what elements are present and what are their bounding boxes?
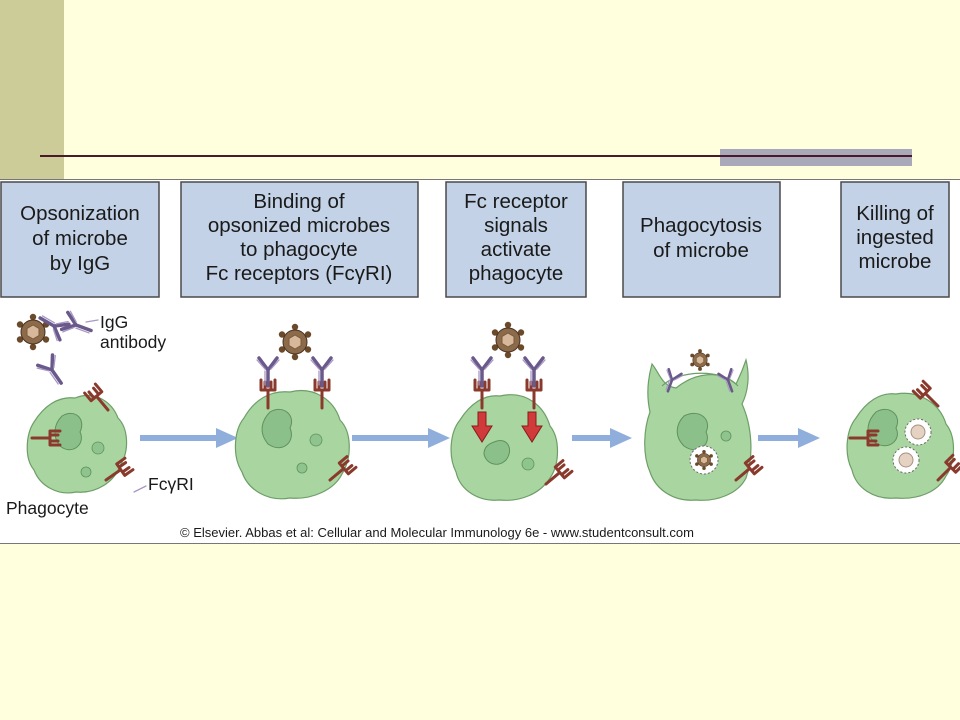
- stage-4-phagocytosis: [644, 348, 764, 501]
- phagocyte-nucleus: [483, 440, 510, 465]
- step-5-line-2: ingested: [856, 226, 934, 249]
- phagocyte-label: Phagocyte: [6, 498, 89, 518]
- phagocyte-nucleus: [867, 408, 898, 447]
- vacuole: [80, 466, 92, 478]
- step-3-line-2: signals: [484, 214, 548, 237]
- degraded-microbe-icon: [910, 424, 926, 440]
- degraded-microbe-icon: [898, 452, 914, 468]
- step-5-line-3: microbe: [859, 250, 932, 273]
- phagocyte-cell: [234, 390, 350, 500]
- vacuole: [521, 457, 535, 471]
- flow-arrow-4: [758, 428, 820, 448]
- fc-receptor-label: FcγRI: [148, 474, 194, 494]
- microbe-icon: [689, 348, 711, 372]
- copyright-credit: © Elsevier. Abbas et al: Cellular and Mo…: [180, 525, 694, 540]
- title-accent-block: [720, 149, 912, 166]
- signal-arrow-icon: [521, 411, 543, 443]
- step-2-line-4: Fc receptors (FcγRI): [206, 262, 393, 285]
- vacuole: [91, 441, 105, 455]
- vacuole: [720, 430, 732, 442]
- signal-arrow-icon: [471, 411, 493, 443]
- step-3-line-4: phagocyte: [469, 262, 564, 285]
- phagocyte-nucleus: [676, 412, 708, 451]
- antibody-pointer-line: [85, 319, 99, 323]
- flow-arrow-2: [352, 428, 450, 448]
- step-3-line-1: Fc receptor: [464, 190, 568, 213]
- flow-arrow-1: [140, 428, 238, 448]
- step-5-line-1: Killing of: [856, 202, 934, 225]
- stage-3-activation: [450, 321, 574, 501]
- slide-sidebar: [0, 0, 64, 180]
- step-1-line-2: of microbe: [32, 227, 128, 250]
- vacuole: [296, 462, 308, 474]
- stage-5-killing: [846, 379, 960, 499]
- step-1-line-1: Opsonization: [20, 202, 140, 225]
- phagocyte-nucleus: [261, 408, 292, 449]
- vacuole: [309, 433, 323, 447]
- step-2-line-1: Binding of: [253, 190, 344, 213]
- microbe-icon: [491, 321, 525, 359]
- step-3-line-3: activate: [481, 238, 552, 261]
- step-4-line-2: of microbe: [653, 239, 749, 262]
- step-2-line-3: to phagocyte: [240, 238, 357, 261]
- step-2-line-2: opsonized microbes: [208, 214, 390, 237]
- title-divider: [40, 155, 912, 157]
- receptor-pointer-line: [133, 485, 147, 493]
- step-1-line-3: by IgG: [50, 252, 110, 275]
- antibody-icon: [34, 352, 72, 392]
- stage-2-binding: [234, 323, 358, 500]
- step-4-line-1: Phagocytosis: [640, 214, 762, 237]
- phagocyte-cell: [846, 392, 955, 499]
- flow-arrow-3: [572, 428, 632, 448]
- microbe-icon: [278, 323, 312, 361]
